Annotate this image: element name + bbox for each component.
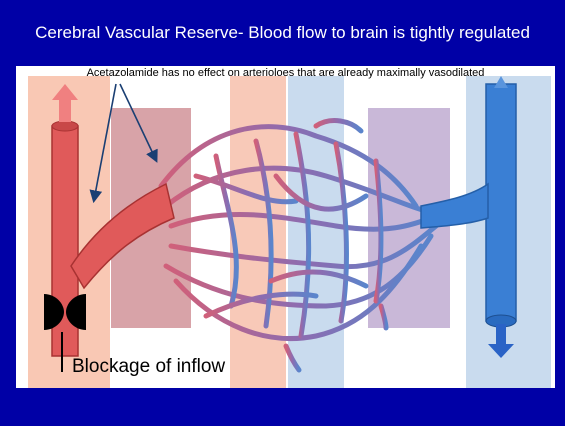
vascular-illustration bbox=[16, 66, 555, 388]
blockage-label: Blockage of inflow bbox=[72, 356, 225, 378]
artery-top-opening bbox=[52, 121, 78, 131]
vascular-diagram: Acetazolamide has no effect on arteriolo… bbox=[16, 66, 555, 388]
acetazolamide-annotation: Acetazolamide has no effect on arteriolo… bbox=[16, 67, 555, 79]
slide-title: Cerebral Vascular Reserve- Blood flow to… bbox=[0, 22, 565, 44]
vein-main bbox=[486, 84, 516, 321]
band-capillary-zone-1 bbox=[230, 76, 286, 388]
